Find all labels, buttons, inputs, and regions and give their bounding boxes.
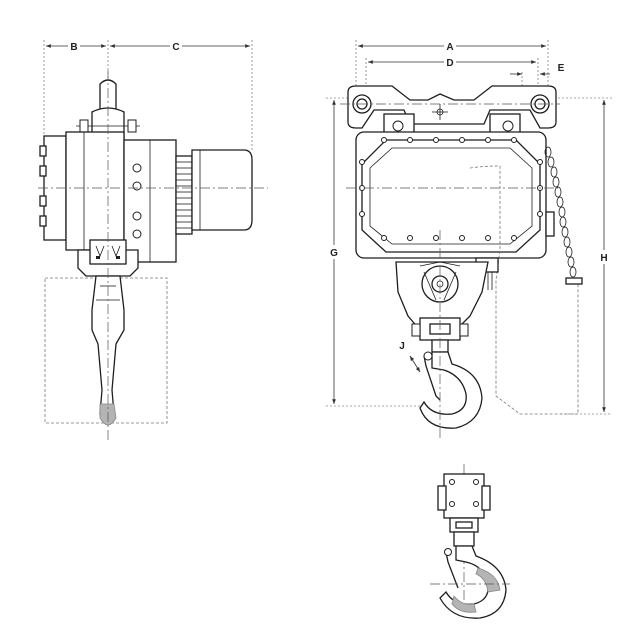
label-c: C [172, 42, 179, 53]
front-chain-path [469, 165, 579, 415]
side-cooling-fins [175, 155, 193, 235]
detail-hook-shading-2 [451, 595, 477, 613]
front-top-beam [347, 85, 557, 129]
front-main-housing [355, 131, 547, 259]
front-main-hook [419, 351, 483, 429]
label-d: D [446, 58, 453, 69]
front-cover-bolts [359, 137, 543, 241]
dimension-a-d-e [355, 40, 550, 95]
side-gear-housing [65, 131, 125, 251]
dimension-labels: B C A D E G H J [70, 42, 607, 352]
detail-hook-block [430, 464, 510, 619]
front-right-lug-hole [530, 94, 550, 114]
label-j: J [399, 341, 405, 352]
front-load-chain [544, 146, 583, 285]
side-view [38, 40, 268, 440]
detail-hook-shading-1 [475, 567, 501, 593]
label-h: H [600, 253, 607, 264]
dimension-j [396, 338, 421, 373]
label-b: B [70, 42, 77, 53]
label-a: A [446, 42, 453, 53]
dimension-b-c [43, 40, 253, 150]
dimension-g-h [326, 97, 612, 415]
label-g: G [330, 248, 338, 259]
side-motor [191, 149, 253, 231]
front-view [326, 40, 612, 440]
label-e: E [558, 63, 565, 74]
